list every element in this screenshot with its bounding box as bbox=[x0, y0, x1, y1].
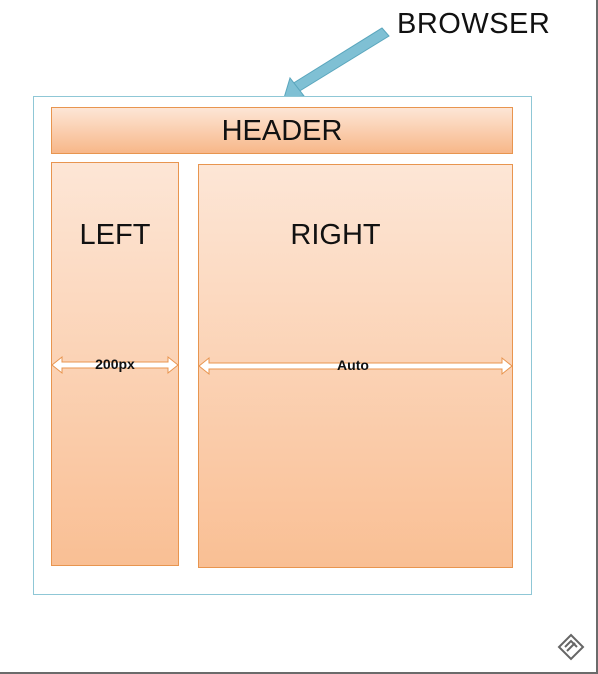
header-panel: HEADER bbox=[51, 107, 513, 154]
arrow-shaft bbox=[291, 27, 390, 93]
corner-logo-icon bbox=[557, 633, 585, 661]
left-label: LEFT bbox=[79, 219, 151, 251]
right-width-label: Auto bbox=[337, 357, 369, 373]
browser-pointer-arrow-icon bbox=[283, 27, 390, 99]
right-label: RIGHT bbox=[290, 219, 381, 251]
browser-label: BROWSER bbox=[397, 8, 551, 40]
header-label: HEADER bbox=[221, 115, 343, 147]
left-width-label: 200px bbox=[95, 356, 135, 372]
left-width-arrow-icon bbox=[51, 355, 179, 375]
right-width-arrow-icon bbox=[198, 356, 513, 376]
